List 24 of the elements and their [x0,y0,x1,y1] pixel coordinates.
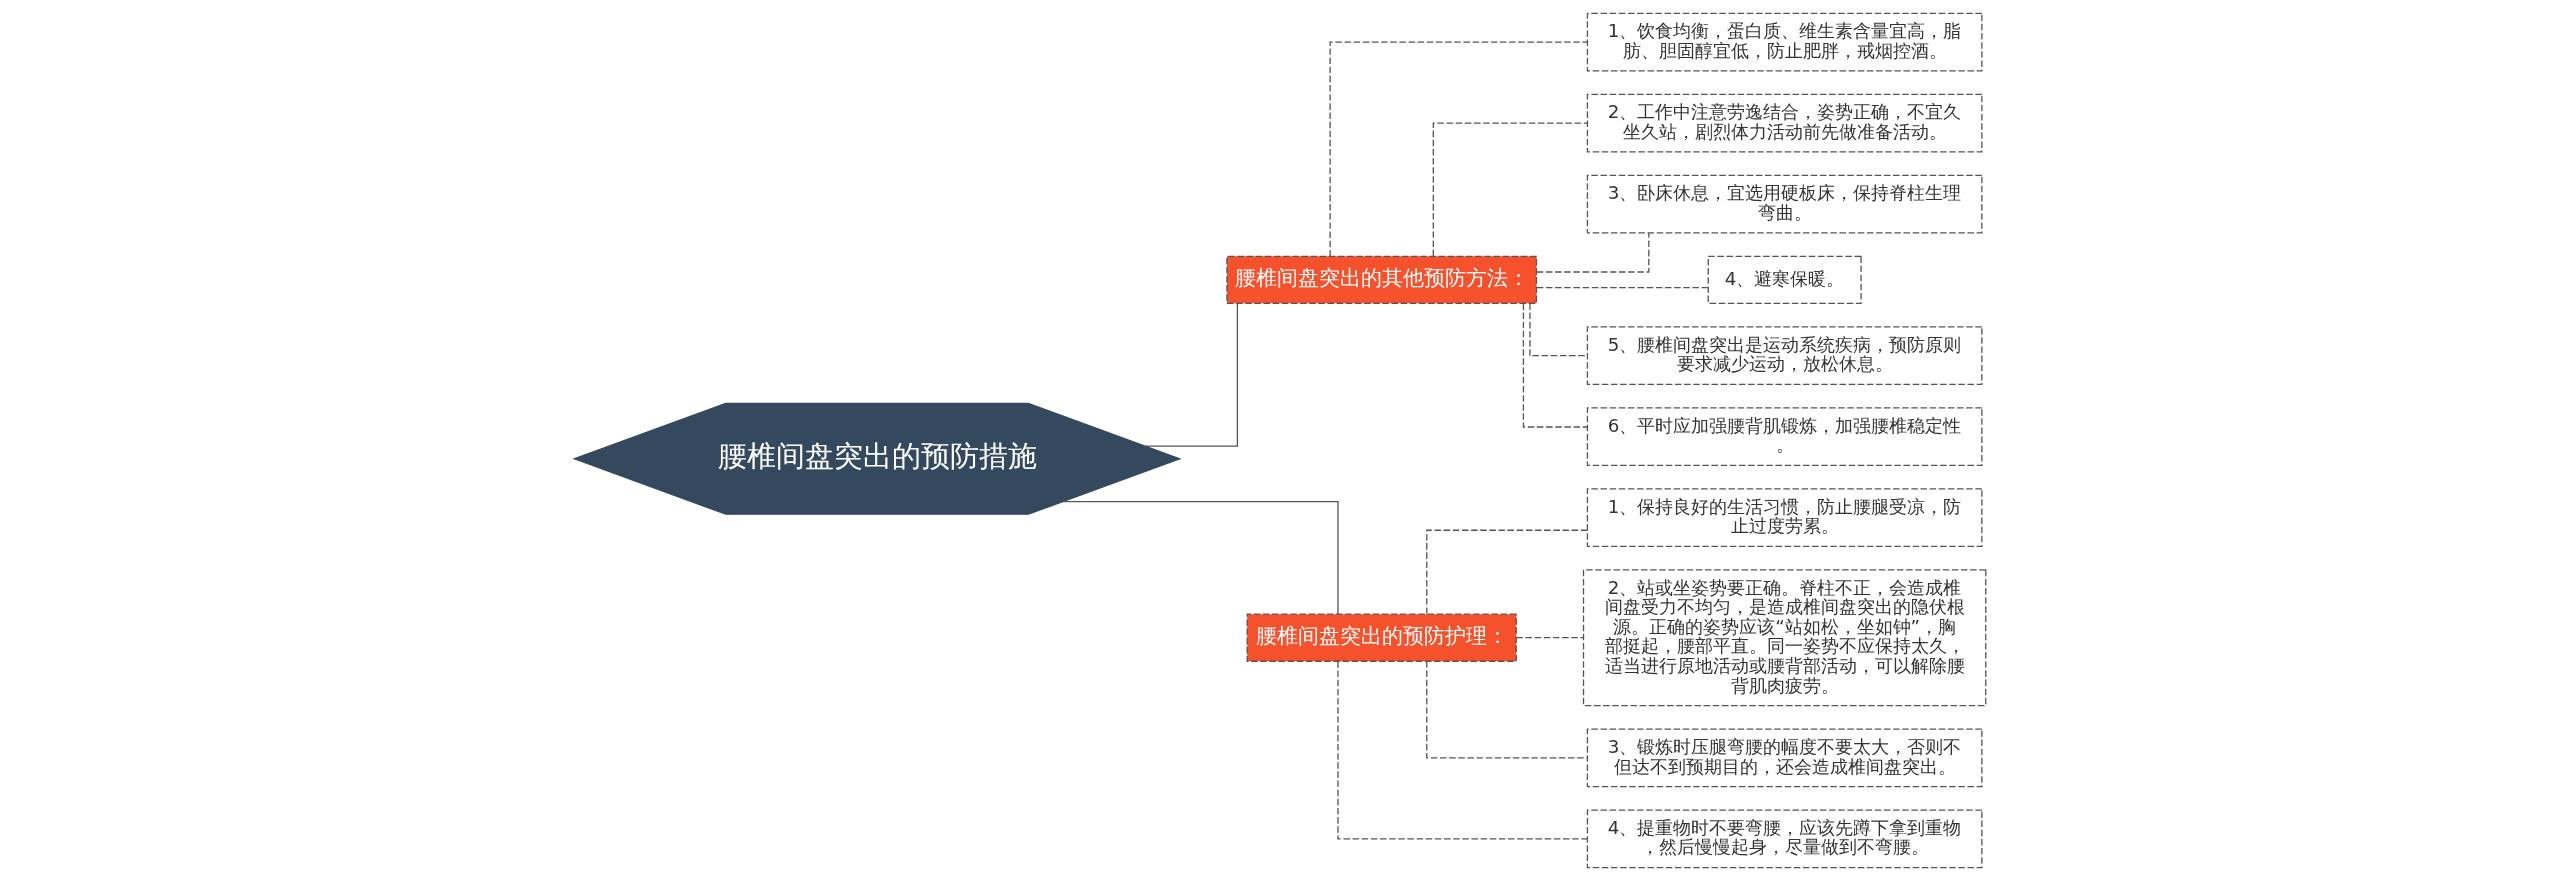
node-box: 3、卧床休息，宜选用硬板床，保持脊柱生理弯曲。 [1586,174,1983,234]
node-box: 2、工作中注意劳逸结合，姿势正确，不宜久坐久站，剧烈体力活动前先做准备活动。 [1586,93,1983,153]
node-box: 5、腰椎间盘突出是运动系统疾病，预防原则要求减少运动，放松休息。 [1586,326,1983,385]
node-box: 1、饮食均衡，蛋白质、维生素含量宜高，脂肪、胆固醇宜低，防止肥胖，戒烟控酒。 [1586,12,1983,72]
node-box: 1、保持良好的生活习惯，防止腰腿受凉，防止过度劳累。 [1586,488,1983,547]
node-box: 6、平时应加强腰背肌锻炼，加强腰椎稳定性。 [1586,407,1983,466]
connector [1432,122,1589,257]
connector [1522,302,1588,428]
node-box: 4、提重物时不要弯腰，应该先蹲下拿到重物，然后慢慢起身，尽量做到不弯腰。 [1586,809,1983,869]
node-box: 3、锻炼时压腿弯腰的幅度不要太大，否则不但达不到预期目的，还会造成椎间盘突出。 [1586,728,1983,788]
connector [1337,660,1589,840]
connector [1426,529,1589,615]
connector [1536,232,1650,273]
connector [1144,303,1239,447]
connector [1536,287,1709,289]
connector [1515,637,1584,639]
connector [1529,302,1588,357]
node-box: 腰椎间盘突出的其他预防方法： [1226,255,1538,304]
connector [1062,500,1339,615]
connector [1426,660,1589,759]
node-box: 2、站或坐姿势要正确。脊柱不正，会造成椎间盘受力不均匀，是造成椎间盘突出的隐伏根源。正确的姿势应该“站如松，坐如钟”，胸部挺起，腰部平直。同一姿势不应保持太久，适当进行原地活动或腰背部活动，可以解除腰背肌肉疲劳。 [1582,569,1987,707]
connector [1329,41,1588,257]
node-box: 4、避寒保暖。 [1707,255,1862,304]
node-box: 腰椎间盘突出的预防护理： [1246,613,1517,662]
